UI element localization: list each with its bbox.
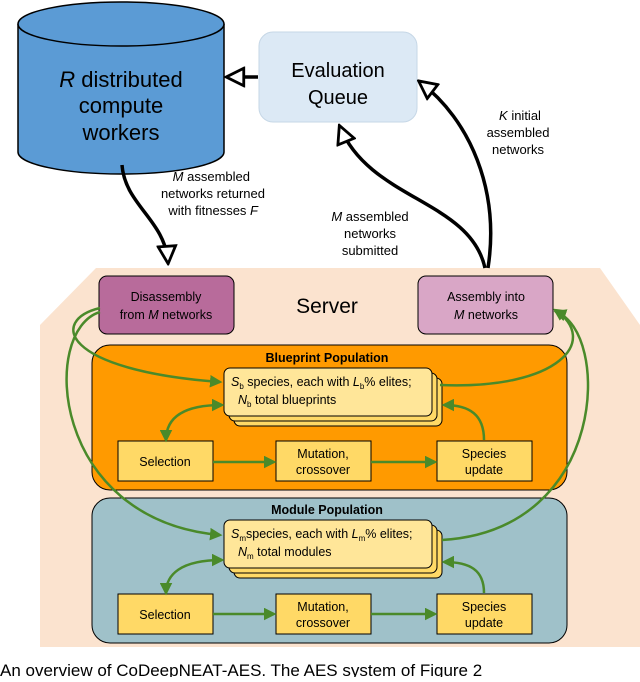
bp-total-N-sub: b	[247, 400, 252, 409]
mod-total-N: N	[238, 545, 248, 559]
assembly-line2-var: M	[454, 308, 465, 322]
arrow-assembly-to-queue	[340, 127, 487, 269]
mod-mutation-line2: crossover	[296, 616, 350, 630]
bp-mutation-box: Mutation, crossover	[275, 440, 372, 482]
arrow-blueprint-to-assembly	[439, 308, 575, 387]
figure-caption: An overview of CoDeepNEAT-AES. The AES s…	[0, 661, 482, 677]
mod-selection-box: Selection	[117, 593, 214, 635]
workers-label-line2: compute	[79, 93, 163, 118]
svg-text:with fitnesses F: with fitnesses F	[167, 203, 259, 218]
mod-arrow-update-to-species	[441, 555, 486, 594]
svg-text:K initial: K initial	[499, 108, 541, 123]
bp-arrow-species-selection	[159, 398, 225, 443]
arrow-workers-to-disassembly	[120, 164, 168, 262]
mod-species-S-sub: m	[239, 534, 246, 543]
module-species-stack: Smspecies, each with Lm% elites; Nm tota…	[223, 519, 443, 579]
mod-update-line1: Species	[462, 600, 506, 614]
submitted-label-line1: assembled	[342, 209, 408, 224]
returned-label-line3: with fitnesses	[167, 203, 250, 218]
mod-total-text: total modules	[254, 545, 332, 559]
module-title: Module Population	[271, 503, 383, 517]
bp-update-line1: Species	[462, 447, 506, 461]
queue-label-line2: Queue	[308, 87, 368, 109]
bp-species-L-sub: b	[360, 382, 365, 391]
mod-species-L: L	[352, 527, 359, 541]
mod-update-box: Species update	[436, 593, 533, 635]
assembly-box: Assembly into M networks	[417, 275, 554, 335]
svg-text:Nb total blueprints: Nb total blueprints	[238, 393, 336, 409]
arrow-disassembly-to-module	[65, 310, 223, 541]
bp-selection-label: Selection	[139, 455, 190, 469]
assembly-line2-post: networks	[464, 308, 518, 322]
mod-update-line2: update	[465, 616, 503, 630]
bp-species-L: L	[353, 375, 360, 389]
bp-species-S: S	[231, 375, 240, 389]
blueprint-species-stack: Sb species, each with Lb% elites; Nb tot…	[223, 367, 443, 427]
green-arrows	[65, 306, 590, 621]
disassembly-line1: Disassembly	[131, 290, 203, 304]
queue-label-line1: Evaluation	[291, 60, 384, 82]
returned-label-line2: networks returned	[161, 186, 265, 201]
svg-text:Smspecies, each with Lm% elite: Smspecies, each with Lm% elites;	[231, 527, 413, 543]
svg-text:M networks: M networks	[454, 308, 518, 322]
submitted-label-line3: submitted	[342, 243, 398, 258]
mod-species-L-sub: m	[359, 534, 366, 543]
bp-mutation-line2: crossover	[296, 463, 350, 477]
initial-label-var: K	[499, 108, 509, 123]
mod-mutation-line1: Mutation,	[297, 600, 348, 614]
svg-text:R distributed: R distributed	[59, 67, 183, 92]
workers-label-var: R	[59, 67, 75, 92]
bp-arrow-update-to-species	[441, 398, 486, 441]
returned-label-line1: assembled	[184, 169, 250, 184]
initial-label-line1: initial	[508, 108, 541, 123]
bp-selection-box: Selection	[117, 440, 214, 482]
initial-label-line3: networks	[492, 142, 545, 157]
mod-total-N-sub: m	[247, 552, 254, 561]
svg-text:M assembled: M assembled	[331, 209, 408, 224]
bp-species-S-sub: b	[239, 382, 244, 391]
bp-update-box: Species update	[436, 440, 533, 482]
svg-text:M assembled: M assembled	[173, 169, 250, 184]
svg-text:Sb species, each with Lb% elit: Sb species, each with Lb% elites;	[231, 375, 412, 391]
bp-total-text: total blueprints	[251, 393, 336, 407]
disassembly-box: Disassembly from M networks	[98, 275, 235, 335]
returned-label-var2: F	[250, 203, 259, 218]
mod-mutation-box: Mutation, crossover	[275, 593, 372, 635]
arrow-disassembly-to-blueprint	[72, 306, 223, 388]
bp-update-line2: update	[465, 463, 503, 477]
workers-label-line3: workers	[81, 120, 159, 145]
mod-selection-label: Selection	[139, 608, 190, 622]
assembly-line1: Assembly into	[447, 290, 525, 304]
svg-text:Nm total modules: Nm total modules	[238, 545, 332, 561]
disassembly-line2-pre: from	[120, 308, 148, 322]
mod-species-S: S	[231, 527, 240, 541]
submitted-label-line2: networks	[344, 226, 397, 241]
initial-label-line2: assembled	[487, 125, 550, 140]
bp-mutation-line1: Mutation,	[297, 447, 348, 461]
mod-arrow-species-selection	[159, 553, 225, 596]
bp-species-elites: % elites;	[364, 375, 411, 389]
mod-species-text: species, each with	[246, 527, 352, 541]
server-title: Server	[296, 295, 358, 318]
bp-total-N: N	[238, 393, 248, 407]
submitted-label-var: M	[331, 209, 342, 224]
arrow-initial-to-queue	[420, 82, 493, 269]
mod-species-elites: % elites;	[365, 527, 412, 541]
disassembly-line2-var: M	[148, 308, 159, 322]
bp-species-text: species, each with	[244, 375, 353, 389]
arrow-module-to-assembly	[441, 309, 590, 542]
blueprint-population: Blueprint Population Sb species, each wi…	[91, 344, 568, 491]
disassembly-line2-post: networks	[159, 308, 213, 322]
workers-label-line1: distributed	[75, 67, 183, 92]
svg-text:from M networks: from M networks	[120, 308, 212, 322]
returned-label-var: M	[173, 169, 184, 184]
workers-cylinder: R distributed compute workers	[17, 1, 225, 175]
module-population: Module Population Smspecies, each with L…	[91, 497, 568, 644]
blueprint-title: Blueprint Population	[266, 351, 389, 365]
evaluation-queue-box: Evaluation Queue	[258, 31, 418, 123]
